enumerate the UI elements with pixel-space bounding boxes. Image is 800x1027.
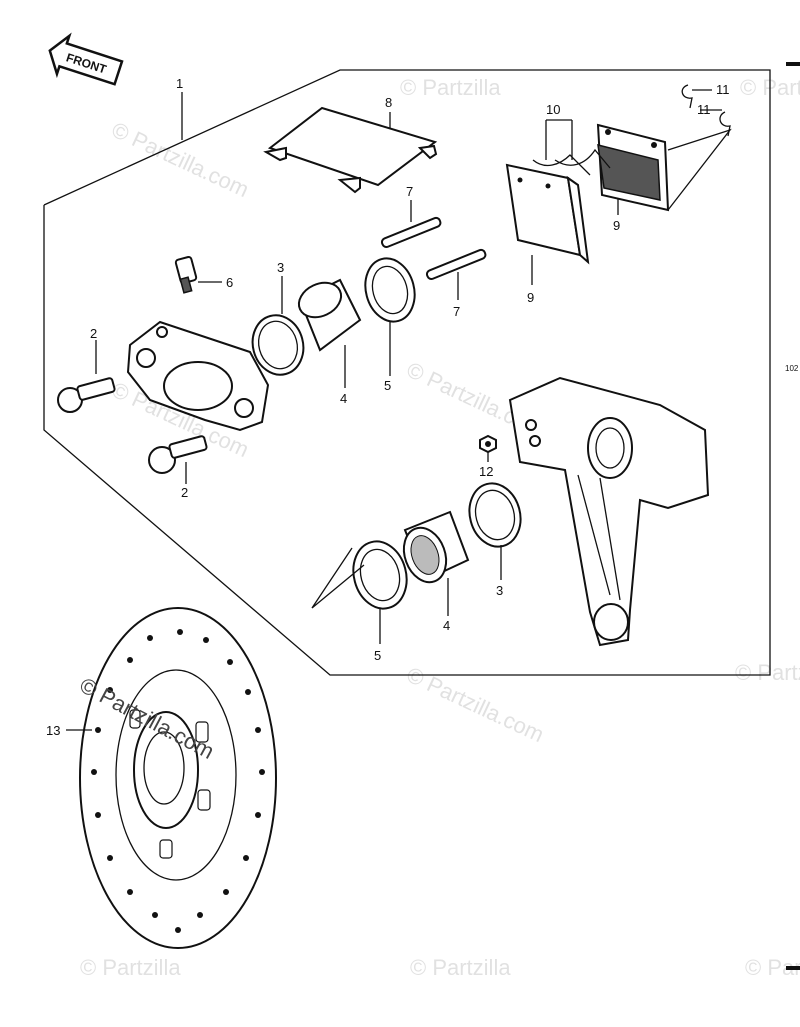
callout-9: 9: [527, 290, 534, 305]
callout-13: 13: [46, 723, 60, 738]
piston-boot: [364, 257, 416, 323]
callout-2: 2: [181, 485, 188, 500]
callout-9: 9: [613, 218, 620, 233]
callout-10: 10: [546, 102, 560, 117]
caliper-bolt: [57, 377, 116, 413]
callout-12: 12: [479, 464, 493, 479]
caliper-half: [126, 320, 270, 432]
pad-shim: [263, 106, 438, 194]
callout-8: 8: [385, 95, 392, 110]
assembly-outline: [43, 69, 771, 676]
watermark: © Partzilla: [410, 955, 511, 980]
callout-11: 11: [716, 82, 730, 97]
callout-5: 5: [374, 648, 381, 663]
brake-pad-inner: [596, 123, 670, 212]
callout-11: 11: [697, 102, 711, 117]
brake-pad-outer: [505, 163, 590, 265]
callout-3: 3: [496, 583, 503, 598]
watermark: © Partzilla: [735, 660, 800, 685]
callout-7: 7: [406, 184, 413, 199]
front-arrow: FRONT: [48, 32, 124, 86]
pad-clip: [681, 84, 731, 137]
callout-4: 4: [340, 391, 347, 406]
callout-5: 5: [384, 378, 391, 393]
callout-1: 1: [176, 76, 183, 91]
pin: [380, 216, 442, 249]
piston-seal: [468, 482, 522, 548]
piston-seal: [251, 314, 305, 376]
anti-rattle-spring: [532, 148, 611, 176]
caliper-bracket: [508, 376, 710, 647]
piston: [402, 510, 470, 584]
side-code: 102: [785, 364, 799, 373]
caliper-bolt: [148, 435, 208, 474]
callout-4: 4: [443, 618, 450, 633]
callout-3: 3: [277, 260, 284, 275]
pin: [425, 248, 487, 281]
bleeder-valve: [174, 256, 198, 294]
watermark: © Partzilla.com: [108, 117, 253, 202]
callout-6: 6: [226, 275, 233, 290]
watermark: © Partzilla: [80, 955, 181, 980]
leader-line: [667, 128, 732, 211]
callout-7: 7: [453, 304, 460, 319]
leader-line: [311, 547, 365, 609]
brake-disc: [79, 607, 277, 949]
callout-2: 2: [90, 326, 97, 341]
watermark: © Partzilla: [400, 75, 501, 100]
nut: [479, 434, 497, 454]
piston-boot: [352, 540, 408, 610]
piston: [297, 278, 362, 352]
edge-mark: [786, 62, 800, 66]
callout-labels: 1 2 2 3 3 4 4 5 5 6 7 7 8 9 9 10 11 11 1…: [46, 76, 730, 738]
edge-mark: [786, 966, 800, 970]
